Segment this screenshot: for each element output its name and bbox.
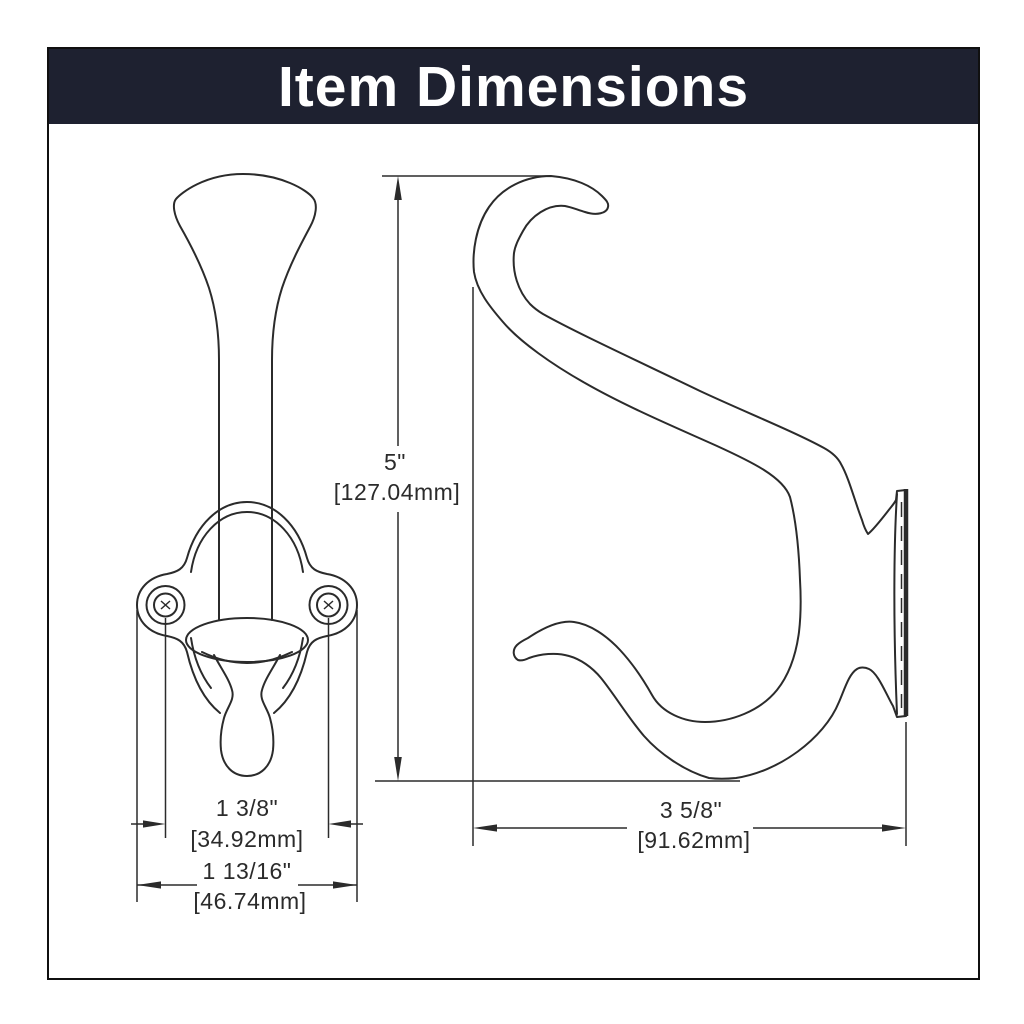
arrow-right-icon — [882, 824, 906, 832]
front-backplate-inner-top-arc — [190, 511, 304, 573]
dim-base-width-imperial: 1 13/16" — [203, 858, 292, 884]
front-view-drawing — [136, 173, 358, 777]
front-bell-and-stem — [172, 173, 317, 621]
drawing-border-frame — [47, 47, 980, 980]
front-backplate-inner-bottom-left-arc — [190, 637, 212, 689]
side-plate-face-line — [893, 493, 898, 715]
front-lower-hook — [213, 654, 281, 777]
arrow-left-icon — [137, 881, 161, 889]
right-screw-cross-icon — [323, 600, 334, 610]
dim-height: 5" [127.04mm] — [334, 175, 740, 782]
dim-base-width-metric: [46.74mm] — [193, 888, 306, 914]
left-screw-cross-icon — [160, 600, 171, 610]
dim-projection-metric: [91.62mm] — [637, 827, 750, 853]
front-backplate-outline — [136, 501, 358, 714]
arrow-left-icon — [473, 824, 497, 832]
arrow-left-icon — [328, 820, 351, 828]
dim-height-metric: [127.04mm] — [334, 479, 460, 505]
dim-base-width: 1 13/16" [46.74mm] — [136, 610, 358, 914]
arrow-right-icon — [333, 881, 357, 889]
dim-projection: 3 5/8" [91.62mm] — [472, 287, 907, 853]
arrow-down-icon — [394, 757, 402, 781]
right-screw-hole — [316, 592, 341, 618]
dim-screw-spacing: 1 3/8" [34.92mm] — [131, 618, 363, 852]
dim-height-imperial: 5" — [384, 449, 406, 475]
side-view-drawing — [472, 175, 909, 780]
front-backplate-inner-bottom-right-arc — [282, 637, 304, 689]
side-hook-profile — [472, 175, 907, 780]
arrow-right-icon — [143, 820, 166, 828]
arrow-up-icon — [394, 176, 402, 200]
dim-screw-spacing-imperial: 1 3/8" — [216, 795, 278, 821]
dim-screw-spacing-metric: [34.92mm] — [190, 826, 303, 852]
dim-projection-imperial: 3 5/8" — [660, 797, 722, 823]
left-screw-hole — [153, 592, 178, 618]
front-cup-inner-arc — [201, 651, 293, 664]
front-cup-ellipse — [185, 617, 309, 663]
header-bar: Item Dimensions — [49, 49, 978, 124]
page-title: Item Dimensions — [277, 54, 750, 119]
